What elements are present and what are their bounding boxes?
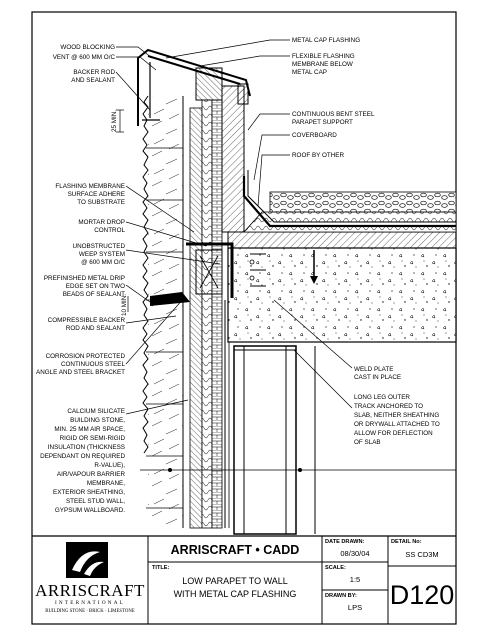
stone-veneer — [142, 95, 184, 528]
roof-assembly — [227, 170, 457, 249]
label-weld-plate: WELD PLATE — [354, 366, 393, 373]
label-gypsum: GYPSUM WALLBOARD. — [55, 507, 125, 514]
label-rigid-insulation: RIGID OR SEMI-RIGID — [60, 435, 126, 442]
label-vent: VENT @ 600 MM O/C — [53, 54, 116, 61]
label-parapet-support: PARAPET SUPPORT — [292, 119, 353, 126]
interior-stud-track — [233, 345, 297, 535]
label-to-substrate: TO SUBSTRATE — [77, 199, 125, 206]
label-weep-system: WEEP SYSTEM — [79, 251, 125, 258]
detail-title-line2: WITH METAL CAP FLASHING — [174, 589, 297, 599]
label-membrane: MEMBRANE, — [87, 480, 125, 487]
metal-cap-flashing — [137, 48, 251, 126]
label-flashing-membrane: FLASHING MEMBRANE — [55, 183, 125, 190]
label-continuous-bent: CONTINUOUS BENT STEEL — [292, 111, 375, 118]
brand-title: ARRISCRAFT • CADD — [171, 543, 300, 557]
label-control: CONTROL — [94, 227, 125, 234]
label-building-stone: BUILDING STONE, — [70, 417, 125, 424]
label-compressible-backer: COMPRESSIBLE BACKER — [48, 317, 126, 324]
detail-number: D120 — [390, 580, 455, 610]
label-edge-set: EDGE SET ON TWO — [66, 283, 125, 290]
drawn-value: LPS — [348, 603, 362, 612]
label-long-leg: LONG LEG OUTER — [354, 394, 410, 401]
concrete-slab — [227, 247, 457, 343]
label-rod-sealant: ROD AND SEALANT — [66, 325, 125, 332]
dimension-top: 25 MIN. — [111, 109, 124, 133]
label-surface-adhere: SURFACE ADHERE — [68, 191, 125, 198]
dimension-bottom: 10 MIN. — [121, 294, 129, 316]
title-block: ARRISCRAFT INTERNATIONAL BUILDING STONE … — [32, 535, 456, 624]
label-insulation-thickness: INSULATION (THICKNESS — [48, 444, 125, 451]
label-metal-cap-2: METAL CAP — [292, 69, 327, 76]
date-label: DATE DRAWN: — [325, 539, 364, 545]
leader-lines — [115, 39, 353, 415]
labels-right: METAL CAP FLASHING FLEXIBLE FLASHING MEM… — [292, 37, 440, 446]
label-r-value: R-VALUE), — [94, 462, 125, 469]
labels-left: WOOD BLOCKING VENT @ 600 MM O/C BACKER R… — [36, 44, 125, 514]
label-cast-in-place: CAST IN PLACE — [354, 374, 401, 381]
label-flexible-flashing: FLEXIBLE FLASHING — [292, 53, 355, 60]
label-corrosion-protected: CORROSION PROTECTED — [46, 353, 126, 360]
label-backer-rod: BACKER ROD — [73, 69, 115, 76]
scale-label: SCALE: — [325, 565, 346, 571]
parapet — [195, 67, 249, 233]
date-value: 08/30/04 — [340, 549, 369, 558]
label-calcium-silicate: CALCIUM SILICATE — [67, 408, 125, 415]
logo-sub: INTERNATIONAL — [55, 600, 125, 606]
label-membrane-below: MEMBRANE BELOW — [292, 61, 353, 68]
dimension-top-text: 25 MIN. — [111, 110, 118, 132]
label-roof-by-other: ROOF BY OTHER — [292, 152, 344, 159]
label-steel-stud: STEEL STUD WALL, — [66, 498, 125, 505]
air-space-insulation — [189, 99, 213, 529]
label-allow-deflection: ALLOW FOR DEFLECTION — [354, 430, 433, 437]
label-track-anchored: TRACK ANCHORED TO — [354, 403, 423, 410]
dimension-bottom-text: 10 MIN. — [121, 294, 128, 316]
detail-code: SS CD3M — [405, 550, 438, 559]
label-beads-sealant: BEADS OF SEALANT — [63, 291, 125, 298]
title-label: TITLE: — [152, 565, 170, 571]
drawn-label: DRAWN BY: — [325, 593, 357, 599]
label-air-vapour: AIR/VAPOUR BARRIER — [57, 471, 126, 478]
label-wood-blocking: WOOD BLOCKING — [60, 44, 115, 51]
label-dependant: DEPENDANT ON REQUIRED — [40, 453, 125, 460]
label-and-sealant: AND SEALANT — [71, 77, 115, 84]
section-drawing — [137, 48, 457, 535]
label-continuous-steel: CONTINUOUS STEEL — [61, 361, 126, 368]
label-exterior-sheathing: EXTERIOR SHEATHING, — [53, 489, 125, 496]
label-prefinished-drip: PREFINISHED METAL DRIP — [44, 275, 125, 282]
label-slab-neither: SLAB, NEITHER SHEATHING — [354, 412, 439, 419]
slab-anchors — [249, 250, 318, 287]
label-of-slab: OF SLAB — [354, 439, 381, 446]
logo-tagline: BUILDING STONE · BRICK · LIMESTONE — [45, 609, 135, 614]
scale-value: 1:5 — [350, 575, 360, 584]
label-metal-cap: METAL CAP FLASHING — [292, 37, 360, 44]
detail-title-line1: LOW PARAPET TO WALL — [182, 576, 288, 586]
label-angle-bracket: ANGLE AND STEEL BRACKET — [36, 369, 125, 376]
detail-label: DETAIL No: — [391, 539, 422, 545]
label-or-drywall: OR DRYWALL ATTACHED TO — [354, 421, 440, 428]
arriscraft-logo: ARRISCRAFT INTERNATIONAL BUILDING STONE … — [35, 542, 145, 614]
label-coverboard: COVERBOARD — [292, 132, 337, 139]
label-mortar-drop: MORTAR DROP — [78, 219, 125, 226]
logo-word: ARRISCRAFT — [35, 581, 145, 600]
label-weep-spacing: @ 600 MM O/C — [81, 259, 125, 266]
label-unobstructed: UNOBSTRUCTED — [73, 243, 126, 250]
label-air-space: MIN. 25 MM AIR SPACE, — [54, 426, 125, 433]
